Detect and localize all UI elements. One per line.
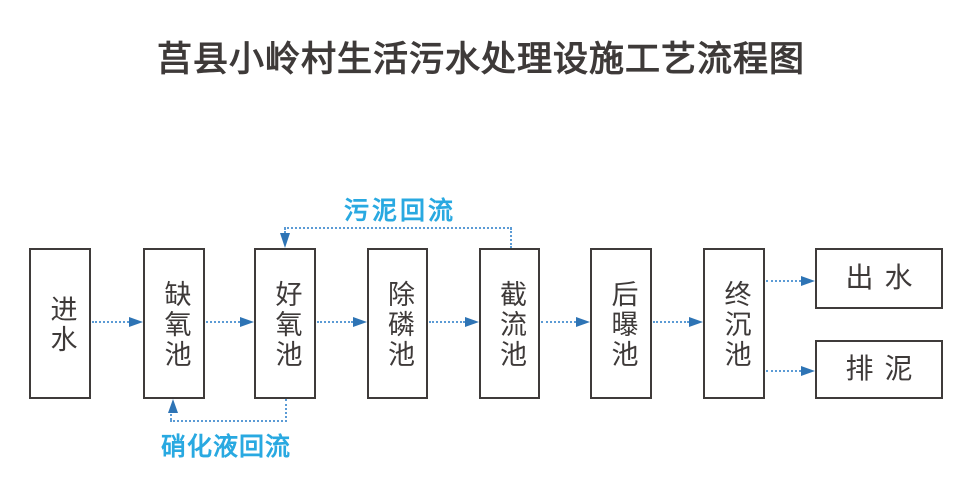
box-anoxic-tank-label: 缺氧池 <box>159 280 191 370</box>
box-influent-label: 进水 <box>45 295 77 355</box>
box-aerobic-tank-label: 好氧池 <box>270 280 302 370</box>
nitrification-return-line-horizontal <box>170 420 287 422</box>
sludge-return-label: 污泥回流 <box>344 196 457 225</box>
box-interception-tank-label: 截流池 <box>494 280 526 370</box>
nitrification-return-line-source <box>285 399 287 422</box>
box-phosphorus-removal-tank: 除磷池 <box>367 248 428 399</box>
arrow-right-icon <box>129 317 143 327</box>
arrow-right-icon <box>801 366 815 376</box>
arrow-right-icon <box>240 317 254 327</box>
flow-line-phosphorus-interception <box>429 321 465 323</box>
flow-line-settling-effluent <box>766 280 801 282</box>
box-effluent-label: 出水 <box>845 261 924 295</box>
box-aerobic-tank: 好氧池 <box>254 248 316 399</box>
arrow-right-icon <box>353 317 367 327</box>
box-anoxic-tank: 缺氧池 <box>143 248 205 399</box>
flow-line-settling-sludge-discharge <box>766 370 801 372</box>
box-phosphorus-removal-tank-label: 除磷池 <box>382 280 414 370</box>
arrow-right-icon <box>465 317 479 327</box>
box-final-settling-tank: 终沉池 <box>703 248 765 399</box>
box-post-aeration-tank-label: 后曝池 <box>606 280 638 370</box>
flow-line-anoxic-aerobic <box>206 321 240 323</box>
flow-line-postaeration-settling <box>653 321 689 323</box>
arrow-up-icon <box>168 399 178 413</box>
sludge-return-line-source <box>510 228 512 248</box>
arrow-right-icon <box>576 317 590 327</box>
flow-line-influent-anoxic <box>92 321 129 323</box>
arrow-down-icon <box>280 233 290 248</box>
nitrification-return-label: 硝化液回流 <box>161 432 292 461</box>
box-sludge-discharge-label: 排泥 <box>845 352 924 386</box>
box-sludge-discharge: 排泥 <box>815 340 943 399</box>
box-influent: 进水 <box>29 248 91 399</box>
arrow-right-icon <box>689 317 703 327</box>
flow-line-interception-postaeration <box>541 321 576 323</box>
box-effluent: 出水 <box>815 248 943 309</box>
diagram-title: 莒县小岭村生活污水处理设施工艺流程图 <box>156 39 805 80</box>
sludge-return-line-target <box>284 228 286 236</box>
sludge-return-line-horizontal <box>284 227 512 229</box>
flow-line-aerobic-phosphorus <box>317 321 353 323</box>
box-post-aeration-tank: 后曝池 <box>590 248 652 399</box>
nitrification-return-line-target <box>170 410 172 420</box>
arrow-right-icon <box>801 276 815 286</box>
box-final-settling-tank-label: 终沉池 <box>719 280 751 370</box>
box-interception-tank: 截流池 <box>479 248 540 399</box>
